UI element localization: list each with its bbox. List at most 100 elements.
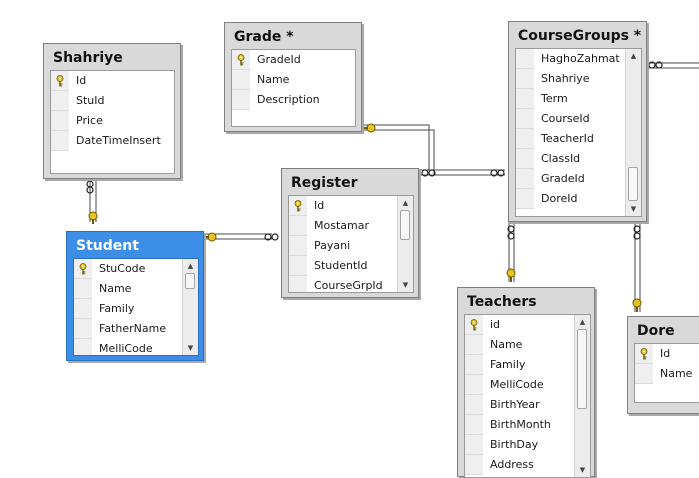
scroll-down-icon[interactable]: ▼ <box>630 205 637 213</box>
row-selector[interactable] <box>74 279 92 299</box>
column-row[interactable]: BirthYear <box>465 395 590 415</box>
row-selector[interactable] <box>465 455 483 475</box>
row-selector[interactable] <box>516 129 534 149</box>
column-name: GradeId <box>541 172 585 185</box>
column-row[interactable]: StudentId <box>289 256 413 276</box>
column-row[interactable]: Price <box>51 111 174 131</box>
column-row[interactable]: ClassId <box>516 149 641 169</box>
row-selector[interactable] <box>289 216 307 236</box>
scroll-up-icon[interactable]: ▲ <box>579 318 586 326</box>
column-row[interactable]: DoreId <box>516 189 641 209</box>
row-selector[interactable] <box>74 319 92 339</box>
column-row[interactable]: FatherName <box>74 319 198 339</box>
column-row[interactable]: Id <box>51 71 174 91</box>
scroll-thumb[interactable] <box>628 167 638 201</box>
row-selector[interactable] <box>465 335 483 355</box>
column-row[interactable]: Shahriye <box>516 69 641 89</box>
row-selector[interactable] <box>51 131 69 151</box>
column-row[interactable]: Name <box>465 335 590 355</box>
row-selector[interactable] <box>289 256 307 276</box>
column-row[interactable]: Name <box>232 70 355 90</box>
row-selector[interactable] <box>232 70 250 90</box>
column-row[interactable]: GradeId <box>516 169 641 189</box>
scroll-thumb[interactable] <box>400 210 410 240</box>
column-row[interactable]: StuId <box>51 91 174 111</box>
column-row[interactable]: Description <box>232 90 355 110</box>
scroll-down-icon[interactable]: ▼ <box>402 281 409 289</box>
row-selector[interactable] <box>74 299 92 319</box>
column-row[interactable]: Name <box>635 364 699 384</box>
row-selector[interactable] <box>516 109 534 129</box>
column-row[interactable]: GradeId <box>232 50 355 70</box>
table-title: Shahriye <box>53 50 123 66</box>
row-selector[interactable] <box>465 395 483 415</box>
rel-student-register <box>205 233 272 240</box>
column-row[interactable]: BirthDay <box>465 435 590 455</box>
row-selector[interactable] <box>516 169 534 189</box>
row-selector[interactable] <box>465 415 483 435</box>
table-title: Dore <box>637 323 675 339</box>
scroll-up-icon[interactable]: ▲ <box>402 199 409 207</box>
row-selector[interactable] <box>516 89 534 109</box>
column-row[interactable]: id <box>465 315 590 335</box>
column-row[interactable]: BirthMonth <box>465 415 590 435</box>
row-selector[interactable] <box>51 91 69 111</box>
column-row[interactable]: DateTimeInsert <box>51 131 174 151</box>
scroll-thumb[interactable] <box>185 273 195 289</box>
row-selector[interactable] <box>465 435 483 455</box>
row-selector[interactable] <box>289 276 307 292</box>
column-row[interactable]: Term <box>516 89 641 109</box>
column-row[interactable]: Address <box>465 455 590 475</box>
row-selector[interactable] <box>74 339 92 355</box>
row-selector[interactable] <box>516 149 534 169</box>
vertical-scrollbar[interactable]: ▲▼ <box>182 259 198 355</box>
column-row[interactable]: Name <box>74 279 198 299</box>
row-selector[interactable] <box>289 236 307 256</box>
row-selector[interactable] <box>232 90 250 110</box>
column-row[interactable]: Id <box>289 196 413 216</box>
vertical-scrollbar[interactable]: ▲▼ <box>574 315 590 477</box>
scroll-thumb[interactable] <box>577 329 587 409</box>
row-selector[interactable] <box>516 49 534 69</box>
column-row[interactable]: TeacherId <box>516 129 641 149</box>
column-row[interactable]: Id <box>635 344 699 364</box>
column-row[interactable]: Family <box>465 355 590 375</box>
scroll-up-icon[interactable]: ▲ <box>630 52 637 60</box>
row-selector[interactable] <box>465 355 483 375</box>
column-row[interactable]: MelliCode <box>465 375 590 395</box>
infinity-icon <box>421 169 436 177</box>
vertical-scrollbar[interactable]: ▲▼ <box>625 49 641 216</box>
scroll-up-icon[interactable]: ▲ <box>187 262 194 270</box>
scroll-down-icon[interactable]: ▼ <box>579 466 586 474</box>
column-row[interactable]: HaghoZahmat <box>516 49 641 69</box>
column-row[interactable]: CourseGrpId <box>289 276 413 292</box>
row-selector[interactable] <box>516 69 534 89</box>
column-row[interactable]: MelliCode <box>74 339 198 355</box>
column-row[interactable]: CourseId <box>516 109 641 129</box>
column-row[interactable]: Family <box>74 299 198 319</box>
row-selector[interactable] <box>51 111 69 131</box>
row-selector[interactable] <box>635 364 653 384</box>
column-row[interactable]: Mostamar <box>289 216 413 236</box>
row-selector[interactable] <box>516 189 534 209</box>
row-selector[interactable] <box>465 375 483 395</box>
scroll-down-icon[interactable]: ▼ <box>187 344 194 352</box>
column-row[interactable]: StuCode <box>74 259 198 279</box>
vertical-scrollbar[interactable]: ▲▼ <box>397 196 413 292</box>
column-row[interactable]: Payani <box>289 236 413 256</box>
